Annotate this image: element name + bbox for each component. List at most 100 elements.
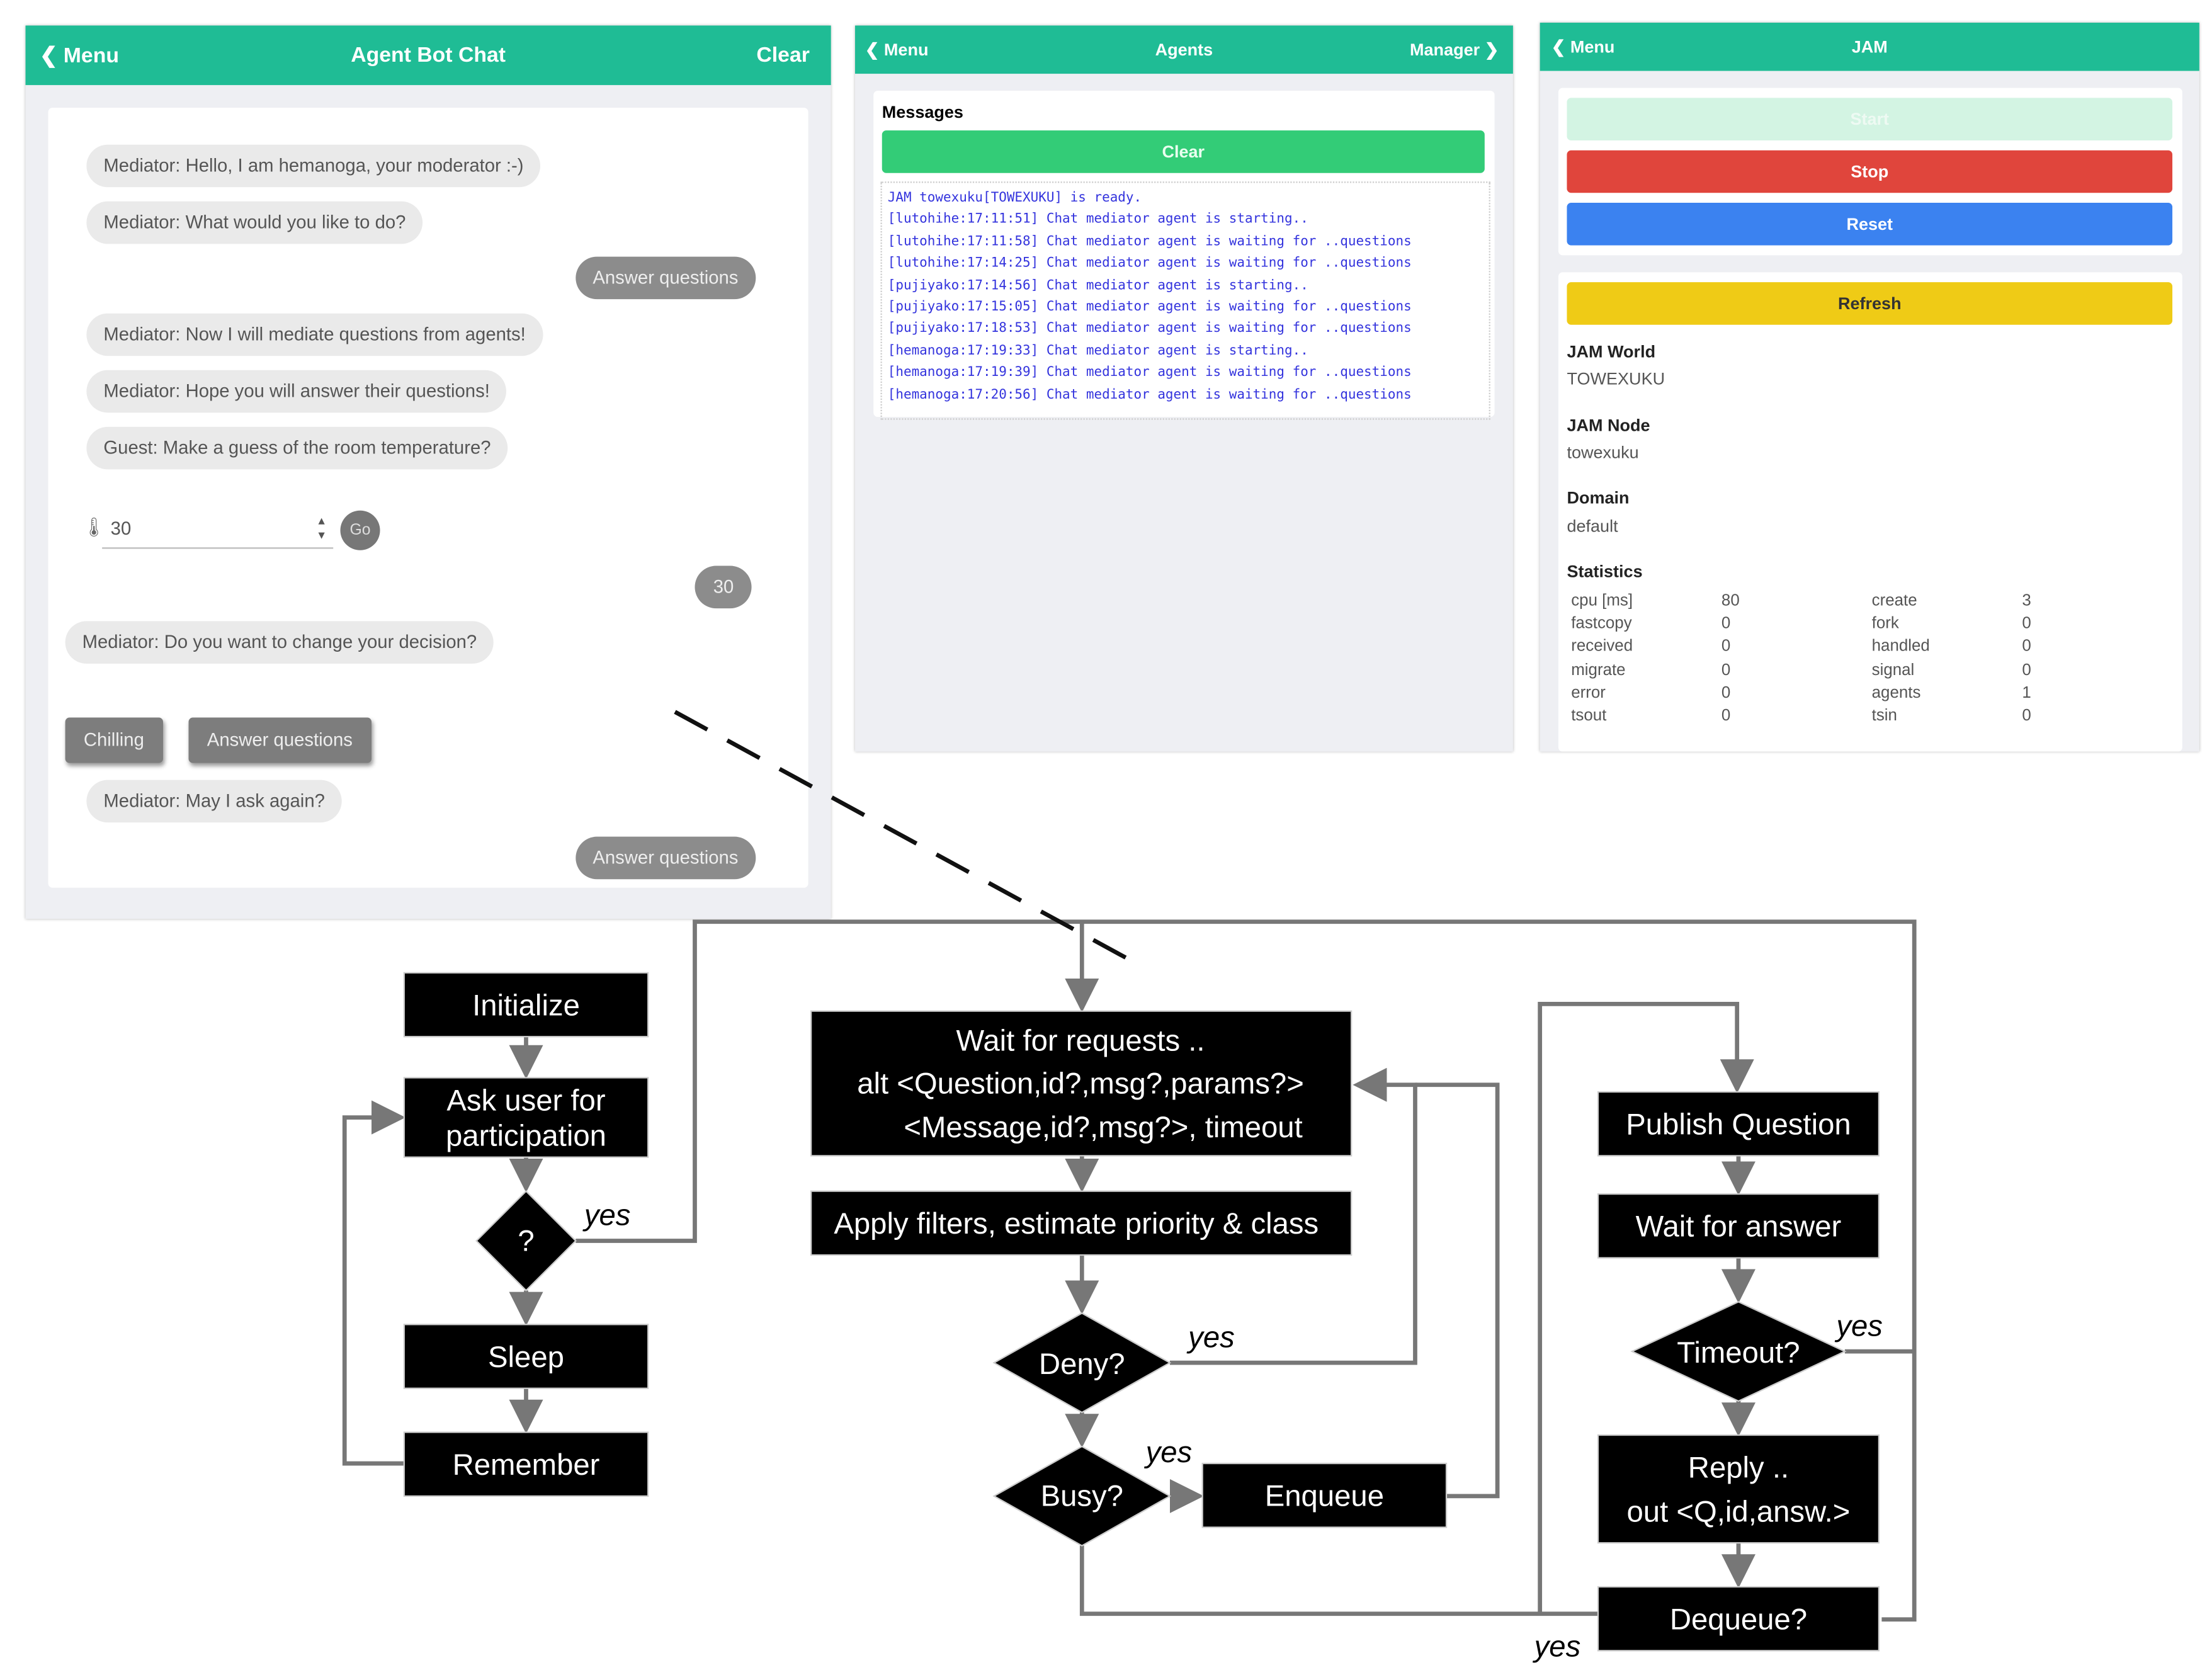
remember-box: [403, 1431, 649, 1497]
yes-label: yes: [582, 1199, 631, 1232]
stat-name: tsout: [1571, 707, 1607, 725]
stop-button[interactable]: Stop: [1567, 150, 2173, 193]
apply-filters-label: Apply filters, estimate priority & class: [834, 1207, 1319, 1241]
stat-value: 0: [2022, 639, 2031, 656]
publish-question-box: [1597, 1091, 1880, 1157]
statistics-label: Statistics: [1567, 561, 1643, 582]
log-line: [lutohihe:17:11:51] Chat mediator agent …: [887, 212, 1308, 228]
publish-question-label: Publish Question: [1626, 1108, 1851, 1142]
remember-label: Remember: [453, 1448, 600, 1482]
stat-value: 0: [1721, 615, 1731, 633]
jam-node-value: towexuku: [1567, 442, 1639, 463]
jam-info-card: [1558, 272, 2182, 752]
wait-requests-label: Wait for requests ..: [956, 1025, 1205, 1058]
stat-name: migrate: [1571, 661, 1626, 679]
choice-answer-questions-button[interactable]: Answer questions: [188, 717, 372, 763]
log-line: [lutohihe:17:11:58] Chat mediator agent …: [887, 234, 1412, 249]
enqueue-box: [1201, 1462, 1448, 1528]
stat-name: tsin: [1871, 707, 1897, 725]
choice-chilling-button[interactable]: Chilling: [65, 717, 163, 763]
wait-requests-label: alt <Question,id?,msg?,params?>: [857, 1067, 1304, 1100]
enqueue-label: Enqueue: [1265, 1480, 1384, 1513]
chat-header: ❮ Menu Agent Bot Chat Clear: [25, 25, 831, 86]
ask-user-box: [403, 1077, 649, 1158]
stat-value: 0: [1721, 684, 1731, 702]
chevron-left-icon: ❮: [1551, 37, 1566, 57]
chat-message: Mediator: Do you want to change your dec…: [65, 621, 494, 664]
jam-title: JAM: [1851, 37, 1888, 57]
stat-name: create: [1871, 593, 1917, 610]
clear-messages-button[interactable]: Clear: [882, 130, 1485, 173]
dequeue-label: Dequeue?: [1670, 1603, 1807, 1637]
jam-node-label: JAM Node: [1567, 415, 1650, 436]
domain-value: default: [1567, 516, 1618, 537]
wait-requests-box: [810, 1010, 1353, 1157]
stat-value: 0: [2022, 707, 2031, 725]
yes-label: yes: [1186, 1320, 1235, 1354]
chat-message: Mediator: May I ask again?: [86, 780, 342, 823]
stat-value: 0: [1721, 707, 1731, 725]
log-line: [pujiyako:17:15:05] Chat mediator agent …: [887, 299, 1412, 315]
reply-box: [1597, 1434, 1880, 1544]
start-button[interactable]: Start: [1567, 98, 2173, 140]
stat-value: 0: [2022, 615, 2031, 633]
number-input[interactable]: 30 ▴▾: [102, 513, 334, 549]
question-diamond: [475, 1190, 577, 1292]
chevron-left-icon: ❮: [865, 40, 880, 60]
agents-title: Agents: [1155, 40, 1213, 60]
agents-panel: ❮ Menu Agents Manager ❯ Messages Clear J…: [854, 25, 1513, 752]
menu-back-button[interactable]: ❮ Menu: [40, 43, 119, 69]
log-line: [hemanoga:17:20:56] Chat mediator agent …: [887, 387, 1412, 402]
log-line: [hemanoga:17:19:39] Chat mediator agent …: [887, 365, 1412, 381]
clear-button[interactable]: Clear: [756, 43, 810, 67]
messages-title: Messages: [882, 102, 963, 122]
jam-world-value: TOWEXUKU: [1567, 368, 1665, 389]
menu-back-button[interactable]: ❮ Menu: [865, 40, 929, 60]
stat-name: signal: [1871, 661, 1915, 679]
stat-name: fastcopy: [1571, 615, 1632, 633]
reply-label: out <Q,id,answ.>: [1627, 1495, 1851, 1528]
menu-back-button[interactable]: ❮ Menu: [1551, 37, 1615, 57]
answer-questions-reply: Answer questions: [576, 256, 756, 300]
initialize-label: Initialize: [472, 989, 580, 1022]
messages-card: Messages Clear JAM towexuku[TOWEXUKU] is…: [873, 91, 1495, 420]
deny-label: Deny?: [1039, 1348, 1125, 1381]
chat-message: Mediator: Now I will mediate questions f…: [86, 313, 543, 356]
stat-value: 0: [1721, 639, 1731, 656]
busy-label: Busy?: [1041, 1480, 1123, 1513]
chevron-left-icon: ❮: [40, 43, 58, 69]
yes-label: yes: [1144, 1436, 1193, 1469]
stat-value: 0: [2022, 661, 2031, 679]
message-log: JAM towexuku[TOWEXUKU] is ready. [lutohih…: [880, 181, 1490, 420]
deny-diamond: [992, 1312, 1172, 1414]
dashed-pointer-line: [674, 710, 1132, 962]
chat-message: Mediator: Hello, I am hemanoga, your mod…: [86, 144, 541, 188]
go-button[interactable]: Go: [340, 510, 380, 550]
manager-button[interactable]: Manager ❯: [1410, 40, 1499, 60]
wait-answer-box: [1597, 1193, 1880, 1259]
stat-name: received: [1571, 639, 1633, 656]
stat-value: 80: [1721, 593, 1740, 610]
refresh-button[interactable]: Refresh: [1567, 282, 2173, 325]
ask-user-label: Ask user for: [446, 1084, 605, 1117]
reset-button[interactable]: Reset: [1567, 203, 2173, 246]
chat-message: Guest: Make a guess of the room temperat…: [86, 426, 508, 470]
domain-label: Domain: [1567, 487, 1630, 508]
yes-label: yes: [1533, 1630, 1581, 1663]
log-line: [pujiyako:17:14:56] Chat mediator agent …: [887, 277, 1308, 293]
wait-requests-label: <Message,id?,msg?>, timeout: [904, 1111, 1302, 1144]
spinner-icon[interactable]: ▴▾: [318, 513, 325, 542]
apply-filters-box: [810, 1190, 1353, 1256]
stat-name: fork: [1871, 615, 1899, 633]
stat-value: 0: [1721, 661, 1731, 679]
log-line: JAM towexuku[TOWEXUKU] is ready.: [887, 190, 1142, 206]
stat-name: handled: [1871, 639, 1930, 656]
jam-header: ❮ Menu JAM: [1540, 23, 2199, 71]
timeout-diamond: [1630, 1301, 1847, 1402]
log-line: [hemanoga:17:19:33] Chat mediator agent …: [887, 343, 1308, 359]
log-line: [lutohihe:17:14:25] Chat mediator agent …: [887, 255, 1412, 271]
question-label: ?: [518, 1224, 534, 1258]
chat-message: Mediator: Hope you will answer their que…: [86, 370, 507, 413]
answer-questions-reply: Answer questions: [576, 836, 756, 880]
